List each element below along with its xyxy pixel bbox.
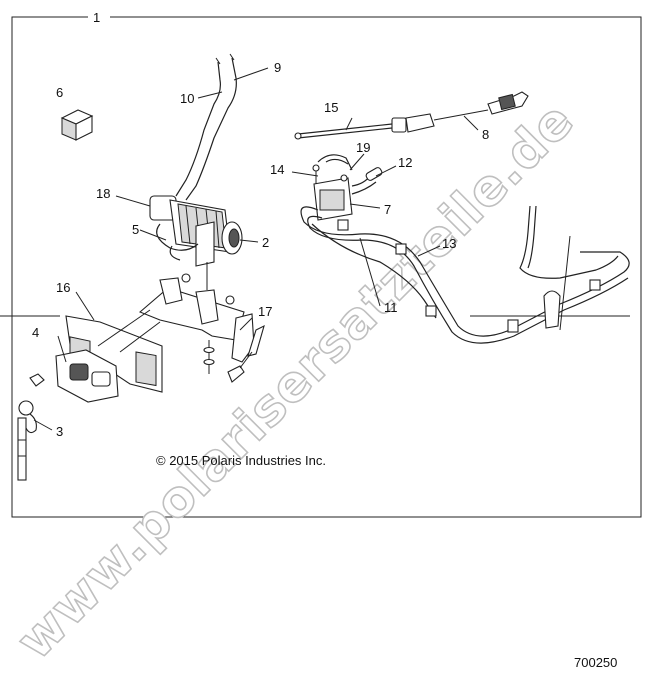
callout-17: 17 [258,304,272,319]
copyright-text: © 2015 Polaris Industries Inc. [156,453,326,468]
callout-14: 14 [270,162,284,177]
callout-16: 16 [56,280,70,295]
callout-6: 6 [56,85,63,100]
part-4-fairlead [29,349,119,403]
figure-number: 700250 [574,655,617,670]
callout-15: 15 [324,100,338,115]
callout-13: 13 [442,236,456,251]
callout-8: 8 [482,127,489,142]
part-16-17-mount [138,273,265,383]
callout-5: 5 [132,222,139,237]
part-2-winch [149,195,243,267]
callout-19: 19 [356,140,370,155]
callout-18: 18 [96,186,110,201]
part-11-13-harness [300,205,630,344]
leader-lines [33,67,479,431]
callout-labels: 1 2 3 4 5 6 7 8 9 10 11 12 13 14 15 16 1… [32,10,489,439]
part-3-hook [17,400,37,481]
callout-12: 12 [398,155,412,170]
part-6-cube [60,109,94,141]
part-15-8-remote [294,91,529,140]
callout-9: 9 [274,60,281,75]
callout-1: 1 [93,10,100,25]
callout-4: 4 [32,325,39,340]
callout-3: 3 [56,424,63,439]
callout-10: 10 [180,91,194,106]
callout-7: 7 [384,202,391,217]
part-9-10-leads [175,53,237,201]
part-7-14-contactor [312,154,383,221]
callout-11: 11 [384,300,398,315]
callout-2: 2 [262,235,269,250]
